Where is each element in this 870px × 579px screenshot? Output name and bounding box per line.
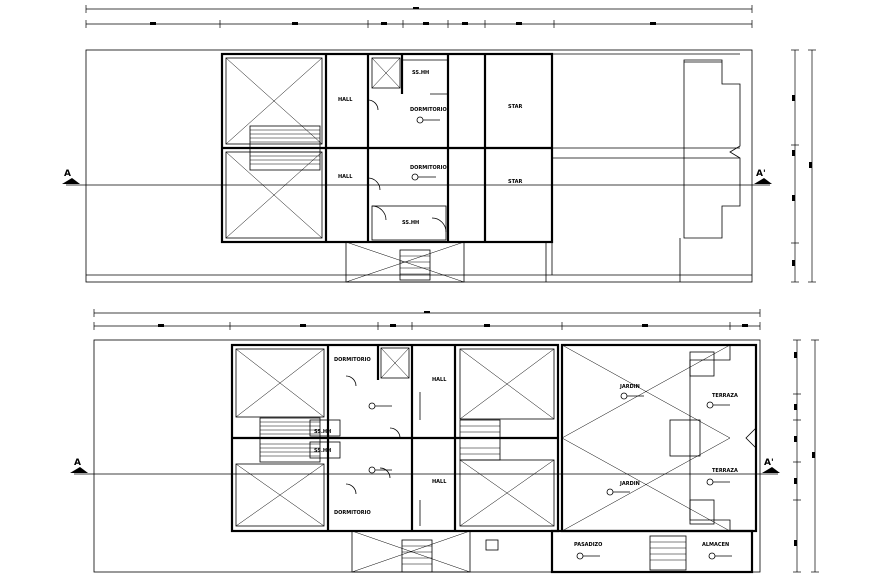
room-label-sshh: SS.HH — [412, 70, 429, 76]
room-label-dormitorio: DORMITORIO — [410, 107, 447, 113]
upper-stairs — [249, 125, 321, 171]
room-label-sshh: SS.HH — [314, 448, 331, 454]
level-marker-icon — [620, 392, 644, 400]
room-label-terraza: TERRAZA — [712, 468, 738, 474]
room-label-sshh: SS.HH — [402, 220, 419, 226]
room-label-pasadizo: PASADIZO — [574, 542, 602, 548]
level-marker-icon — [706, 401, 730, 409]
level-marker-icon — [706, 478, 730, 486]
lower-top-dimensions — [93, 309, 761, 330]
upper-section-label-left: A — [64, 169, 71, 179]
level-marker-icon — [606, 488, 630, 496]
lower-section-label-left: A — [74, 458, 81, 468]
room-label-sshh: SS.HH — [314, 429, 331, 435]
lower-stairs — [259, 417, 321, 463]
room-label-terraza: TERRAZA — [712, 393, 738, 399]
room-label-almacen: ALMACEN — [702, 542, 729, 548]
room-label-star: STAR — [508, 104, 522, 110]
room-label-hall: HALL — [432, 479, 447, 485]
upper-section-label-right: A' — [756, 169, 766, 179]
room-label-hall: HALL — [338, 174, 353, 180]
level-marker-icon — [368, 402, 392, 410]
room-label-hall: HALL — [432, 377, 447, 383]
upper-right-dimensions — [791, 49, 816, 283]
level-marker-icon — [368, 466, 392, 474]
level-marker-icon — [576, 552, 600, 560]
lower-section-label-right: A' — [764, 458, 774, 468]
lower-right-dimensions — [793, 339, 819, 573]
room-label-dormitorio: DORMITORIO — [334, 357, 371, 363]
room-label-dormitorio: DORMITORIO — [334, 510, 371, 516]
upper-plan: A A' HALL DORMITORIO SS.HH STAR HALL DOR… — [62, 5, 816, 283]
upper-top-dimensions — [85, 5, 753, 28]
room-label-hall: HALL — [338, 97, 353, 103]
level-marker-icon — [416, 116, 440, 124]
lower-plan: A A' DORMITORIO HALL JARDIN TERRAZA SS.H… — [70, 309, 819, 574]
room-label-star: STAR — [508, 179, 522, 185]
room-label-dormitorio: DORMITORIO — [410, 165, 447, 171]
level-marker-icon — [708, 552, 732, 560]
room-label-jardin: JARDIN — [619, 481, 640, 487]
level-marker-icon — [411, 173, 436, 181]
room-label-jardin: JARDIN — [619, 384, 640, 390]
